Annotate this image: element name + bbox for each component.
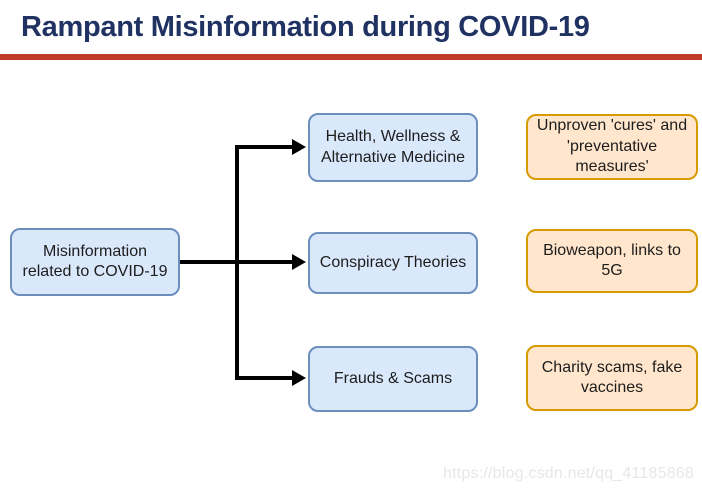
watermark-url: https://blog.csdn.net/qq_41185868 bbox=[443, 465, 694, 482]
node-example-bioweapon-5g: Bioweapon, links to 5G bbox=[526, 229, 698, 293]
arrowhead-top bbox=[292, 139, 306, 155]
node-category-conspiracy-theories: Conspiracy Theories bbox=[308, 232, 478, 294]
node-example-label: Unproven 'cures' and 'preventative measu… bbox=[536, 117, 688, 176]
node-example-charity-scams: Charity scams, fake vaccines bbox=[526, 345, 698, 411]
node-category-label: Frauds & Scams bbox=[333, 369, 453, 387]
node-example-unproven-cures: Unproven 'cures' and 'preventative measu… bbox=[526, 114, 698, 180]
node-root-label: Misinformation related to COVID-19 bbox=[22, 242, 168, 280]
node-category-frauds-scams: Frauds & Scams bbox=[308, 346, 478, 412]
title-divider bbox=[0, 54, 702, 60]
node-category-health-wellness: Health, Wellness & Alternative Medicine bbox=[308, 113, 478, 182]
node-root-misinformation: Misinformation related to COVID-19 bbox=[10, 228, 180, 296]
slide-title: Rampant Misinformation during COVID-19 bbox=[21, 11, 590, 43]
node-example-label: Bioweapon, links to 5G bbox=[543, 241, 681, 279]
arrowhead-bottom bbox=[292, 370, 306, 386]
node-category-label: Health, Wellness & Alternative Medicine bbox=[320, 128, 466, 166]
node-example-label: Charity scams, fake vaccines bbox=[541, 358, 683, 396]
node-category-label: Conspiracy Theories bbox=[319, 253, 467, 271]
arrowhead-middle bbox=[292, 254, 306, 270]
